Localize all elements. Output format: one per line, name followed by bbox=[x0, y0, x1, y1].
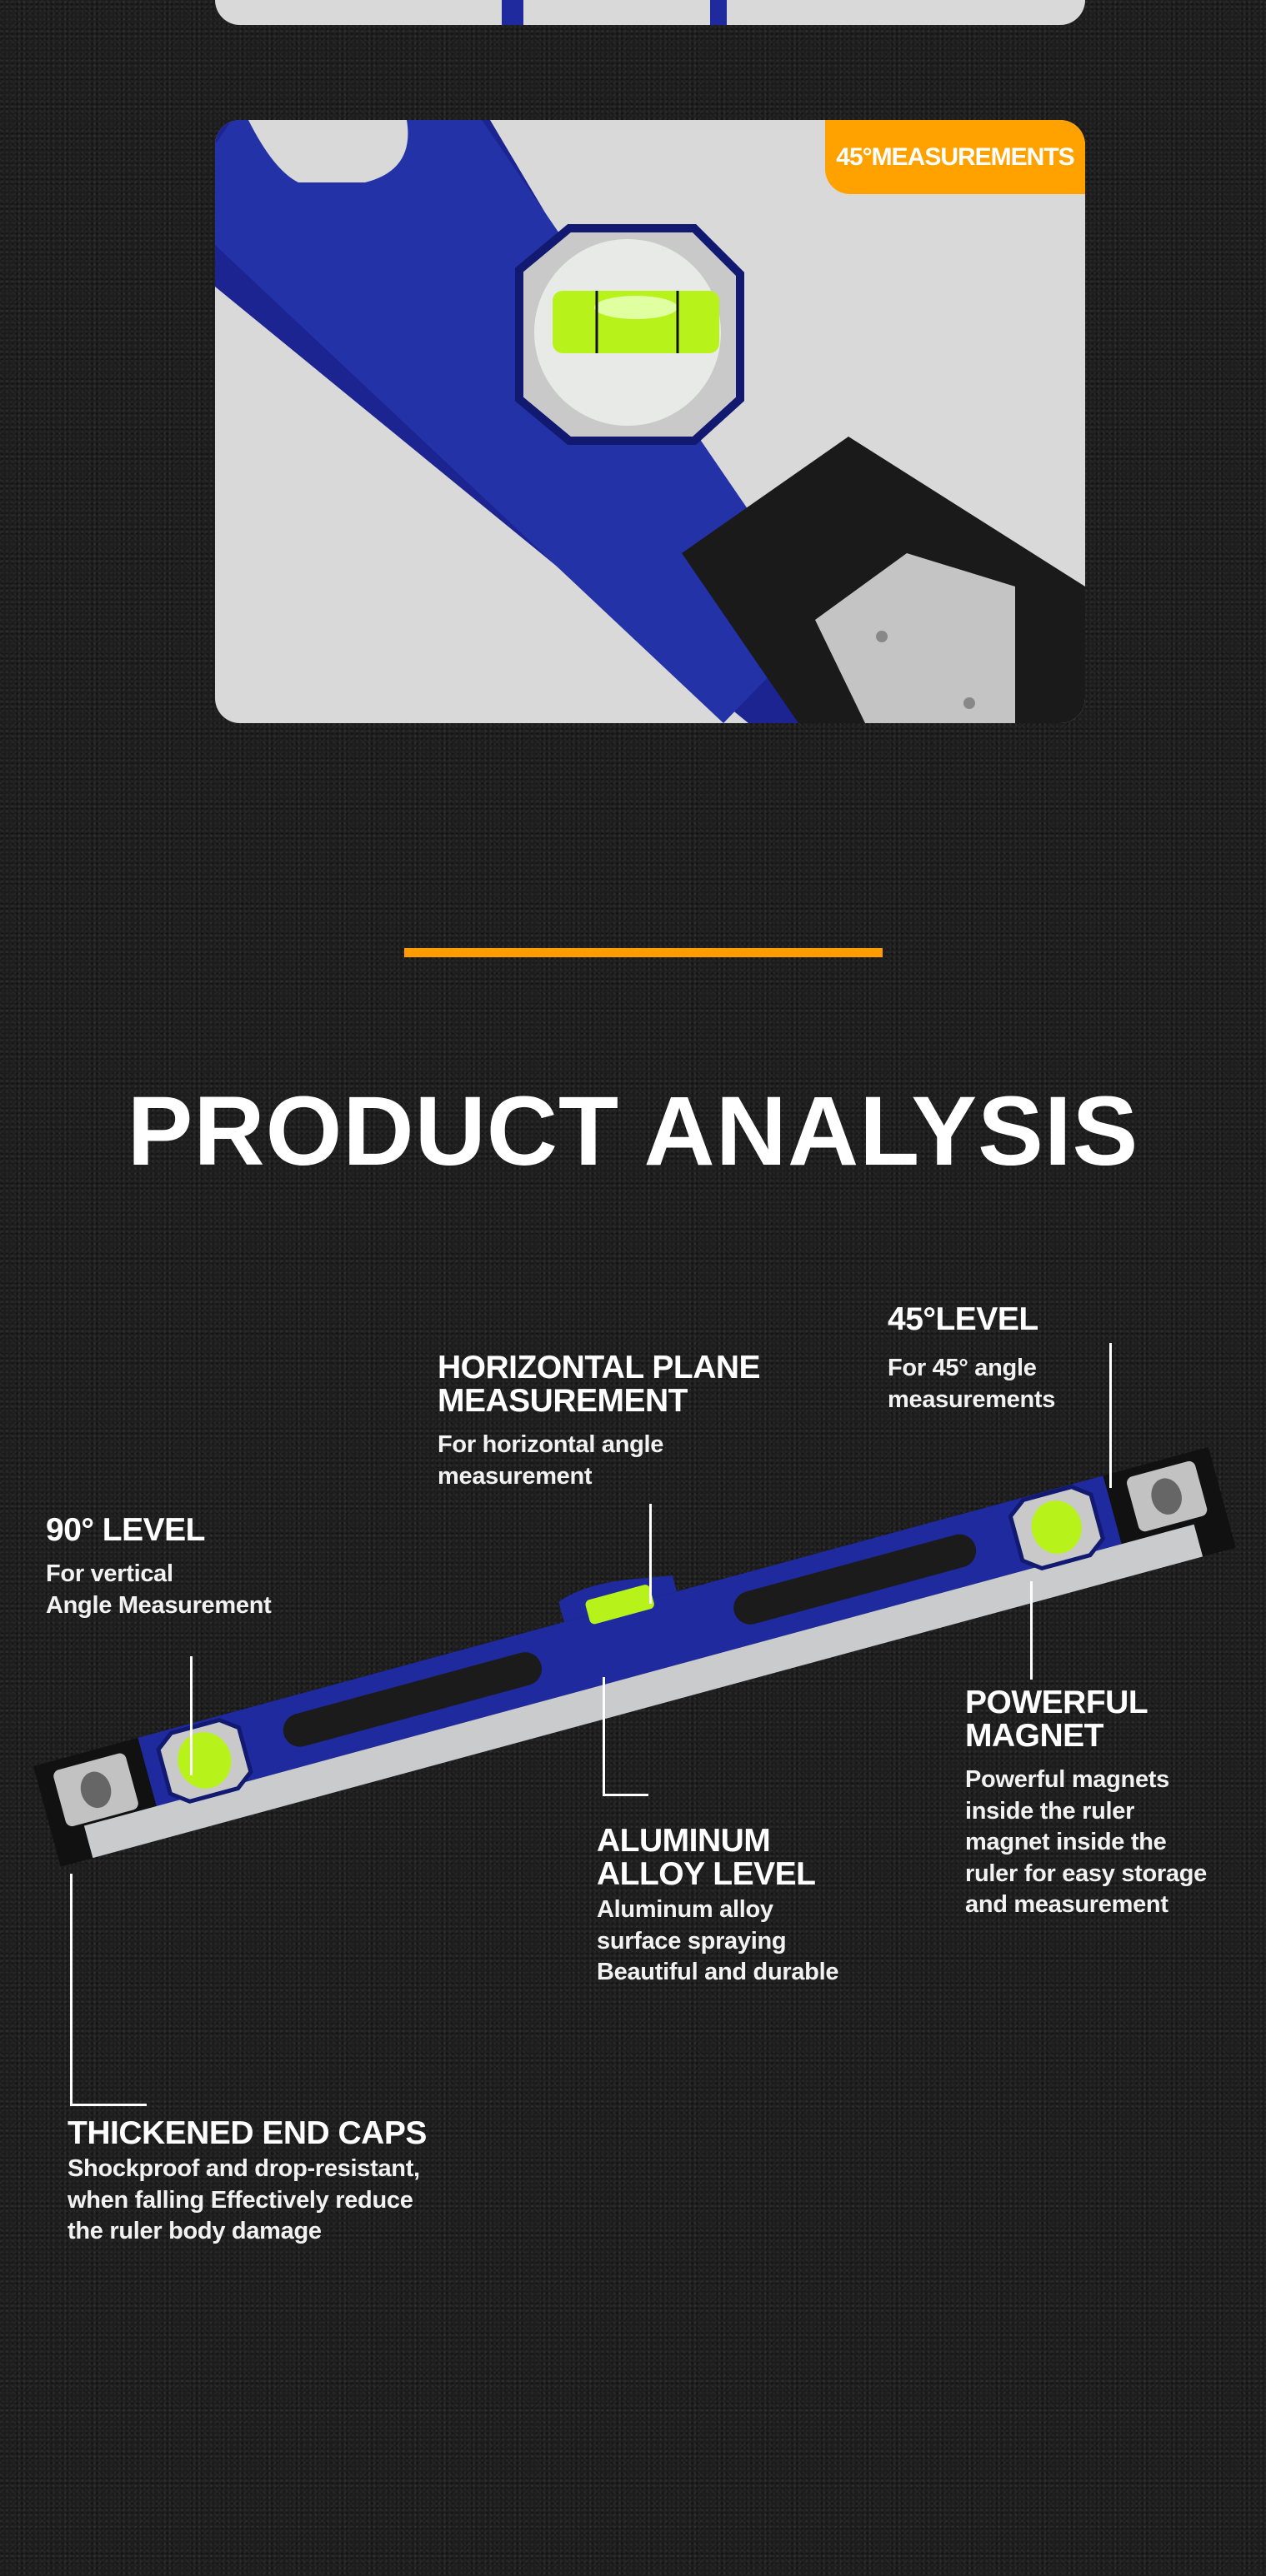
callout-desc: Powerful magnets bbox=[965, 1766, 1169, 1793]
level-closeup-image bbox=[502, 0, 727, 25]
callout-desc: Beautiful and durable bbox=[597, 1959, 839, 1985]
callout-magnet: POWERFUL MAGNET Powerful magnets inside … bbox=[965, 1686, 1207, 1921]
leader-line-45 bbox=[1109, 1343, 1112, 1488]
callout-desc: Shockproof and drop-resistant, bbox=[68, 2155, 420, 2182]
callout-45-level: 45°LEVEL For 45° angle measurements bbox=[888, 1303, 1055, 1415]
product-image-card-45: 45°MEASUREMENTS bbox=[215, 120, 1085, 723]
callout-desc: the ruler body damage bbox=[68, 2218, 322, 2244]
measurement-badge: 45°MEASUREMENTS bbox=[825, 120, 1085, 194]
callout-desc: For horizontal angle bbox=[438, 1431, 664, 1458]
callout-title: 90° LEVEL bbox=[46, 1512, 206, 1548]
callout-desc: and measurement bbox=[965, 1891, 1168, 1918]
callout-desc: For vertical bbox=[46, 1560, 173, 1587]
spirit-level-image bbox=[33, 1446, 1236, 1867]
leader-line-aluminum bbox=[603, 1677, 605, 1796]
callout-title: THICKENED END CAPS bbox=[68, 2115, 427, 2151]
section-divider bbox=[404, 948, 883, 957]
callout-desc: measurements bbox=[888, 1385, 1056, 1413]
leader-line-endcaps-h bbox=[70, 2104, 147, 2106]
leader-line-magnet bbox=[1030, 1581, 1033, 1680]
callout-title: ALUMINUM bbox=[597, 1823, 771, 1859]
callout-title: POWERFUL bbox=[965, 1685, 1148, 1720]
callout-title: MEASUREMENT bbox=[438, 1383, 688, 1419]
callout-90-level: 90° LEVEL For vertical Angle Measurement bbox=[46, 1512, 272, 1621]
callout-title: MAGNET bbox=[965, 1718, 1103, 1754]
product-image-card-top bbox=[215, 0, 1085, 25]
leader-line-horizontal bbox=[649, 1504, 652, 1604]
callout-desc: inside the ruler bbox=[965, 1797, 1135, 1825]
leader-line-aluminum-h bbox=[603, 1794, 648, 1796]
callout-desc: surface spraying bbox=[597, 1927, 787, 1954]
callout-desc: Aluminum alloy bbox=[597, 1896, 773, 1923]
callout-title: 45°LEVEL bbox=[888, 1301, 1038, 1337]
callout-end-caps: THICKENED END CAPS Shockproof and drop-r… bbox=[68, 2117, 427, 2248]
leader-line-90 bbox=[190, 1656, 193, 1775]
callout-desc: Angle Measurement bbox=[46, 1591, 272, 1619]
callout-desc: measurement bbox=[438, 1462, 593, 1490]
callout-aluminum: ALUMINUM ALLOY LEVEL Aluminum alloy surf… bbox=[597, 1825, 838, 1989]
callout-desc: when falling Effectively reduce bbox=[68, 2186, 413, 2214]
callout-title: HORIZONTAL PLANE bbox=[438, 1350, 761, 1385]
leader-line-endcaps bbox=[70, 1874, 73, 2105]
callout-desc: magnet inside the bbox=[965, 1829, 1167, 1855]
section-title: PRODUCT ANALYSIS bbox=[127, 1076, 1139, 1186]
callout-title: ALLOY LEVEL bbox=[597, 1856, 816, 1892]
level-45-closeup-image bbox=[215, 120, 1085, 723]
callout-desc: For 45° angle bbox=[888, 1355, 1037, 1381]
callout-horizontal: HORIZONTAL PLANE MEASUREMENT For horizon… bbox=[438, 1350, 761, 1492]
callout-desc: ruler for easy storage bbox=[965, 1860, 1207, 1887]
